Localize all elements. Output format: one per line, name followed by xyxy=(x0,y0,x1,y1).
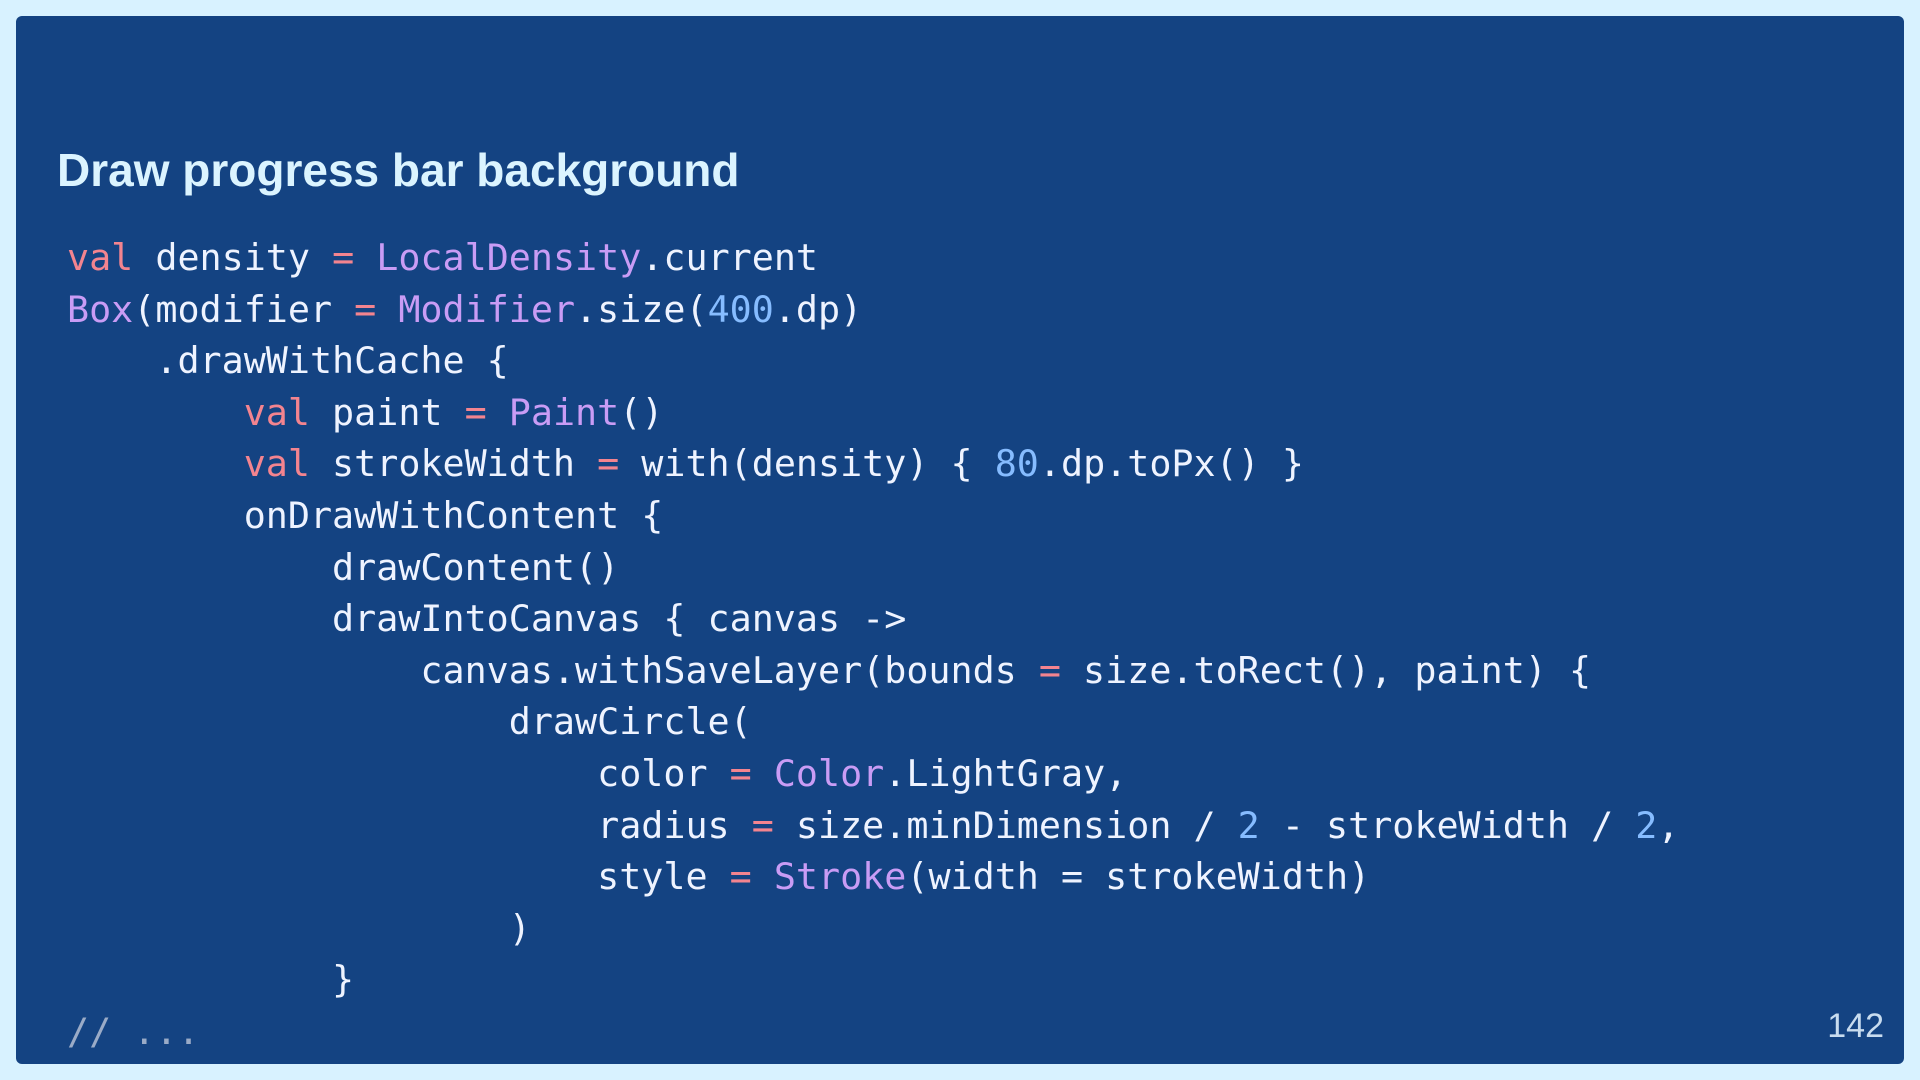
code-token: val xyxy=(243,442,310,486)
code-line: val strokeWidth = with(density) { 80.dp.… xyxy=(67,438,1679,490)
code-token xyxy=(487,391,509,434)
code-token: 400 xyxy=(707,287,774,331)
code-token: 80 xyxy=(994,442,1039,486)
code-token: .size( xyxy=(575,287,708,331)
code-token xyxy=(67,442,244,485)
code-line: style = Stroke(width = strokeWidth) xyxy=(67,851,1679,903)
code-token: } xyxy=(67,958,355,1002)
code-token: onDrawWithContent { xyxy=(67,493,664,537)
code-token: = xyxy=(729,751,752,795)
code-token: Color xyxy=(773,751,885,795)
code-line: color = Color.LightGray, xyxy=(67,748,1679,800)
code-token: = xyxy=(751,803,774,847)
code-token: size.minDimension / xyxy=(773,803,1238,847)
code-token: val xyxy=(243,390,310,434)
code-token: style xyxy=(67,855,730,899)
code-token: 2 xyxy=(1635,803,1658,847)
code-token: drawCircle( xyxy=(67,700,752,744)
code-token: // ... xyxy=(67,1009,200,1053)
code-token: = xyxy=(354,287,377,331)
code-token: , xyxy=(1657,803,1680,847)
code-line: val paint = Paint() xyxy=(67,387,1679,439)
code-token: LocalDensity xyxy=(376,236,642,279)
code-line: val density = LocalDensity.current xyxy=(67,232,1679,284)
code-token: with(density) { xyxy=(619,442,995,486)
code-token: - strokeWidth / xyxy=(1259,803,1636,847)
code-line: Box(modifier = Modifier.size(400.dp) xyxy=(67,284,1679,336)
code-line: radius = size.minDimension / 2 - strokeW… xyxy=(67,800,1679,852)
code-token: .LightGray, xyxy=(884,751,1128,795)
code-token: Stroke xyxy=(773,855,907,899)
code-token: size.toRect(), paint) { xyxy=(1060,648,1592,692)
page-number: 142 xyxy=(1827,1007,1884,1045)
code-token xyxy=(67,391,244,434)
code-token xyxy=(354,236,376,279)
code-token: (width = strokeWidth) xyxy=(906,855,1371,899)
code-line: drawCircle( xyxy=(67,696,1679,748)
code-token: strokeWidth xyxy=(309,442,598,486)
code-line: drawContent() xyxy=(67,542,1679,594)
code-token xyxy=(376,288,398,331)
code-token: Modifier xyxy=(398,287,576,331)
code-token: (modifier xyxy=(133,287,355,331)
code-token: density xyxy=(133,236,333,279)
slide-title: Draw progress bar background xyxy=(57,144,740,196)
code-line: onDrawWithContent { xyxy=(67,490,1679,542)
code-token: = xyxy=(332,236,355,279)
code-token: .dp.toPx() } xyxy=(1038,442,1304,486)
code-line: } xyxy=(67,954,1679,1006)
code-token: val xyxy=(67,236,134,279)
code-token: canvas.withSaveLayer(bounds xyxy=(67,648,1039,692)
code-token: 2 xyxy=(1237,803,1260,847)
code-line: drawIntoCanvas { canvas -> xyxy=(67,593,1679,645)
code-token: .drawWithCache { xyxy=(67,339,509,383)
code-token xyxy=(752,752,774,795)
code-token: () xyxy=(619,390,664,434)
code-token: drawContent() xyxy=(67,545,620,589)
code-token: Box xyxy=(67,287,134,331)
code-token: .dp) xyxy=(773,287,863,331)
code-token: = xyxy=(1038,648,1061,692)
code-line: ) xyxy=(67,903,1679,955)
code-token: ) xyxy=(67,906,531,950)
code-token: = xyxy=(597,442,620,486)
code-line: // ... xyxy=(67,1006,1679,1058)
code-token: = xyxy=(464,390,487,434)
code-token: .current xyxy=(641,236,819,279)
slide: Draw progress bar background val density… xyxy=(16,16,1904,1064)
code-line: canvas.withSaveLayer(bounds = size.toRec… xyxy=(67,645,1679,697)
code-token: radius xyxy=(67,803,752,847)
code-token: = xyxy=(729,855,752,899)
code-line: .drawWithCache { xyxy=(67,335,1679,387)
code-token xyxy=(752,855,774,898)
code-token: color xyxy=(67,751,730,795)
code-token: drawIntoCanvas { canvas -> xyxy=(67,597,907,641)
code-token: Paint xyxy=(508,390,620,434)
code-token: paint xyxy=(309,390,465,434)
